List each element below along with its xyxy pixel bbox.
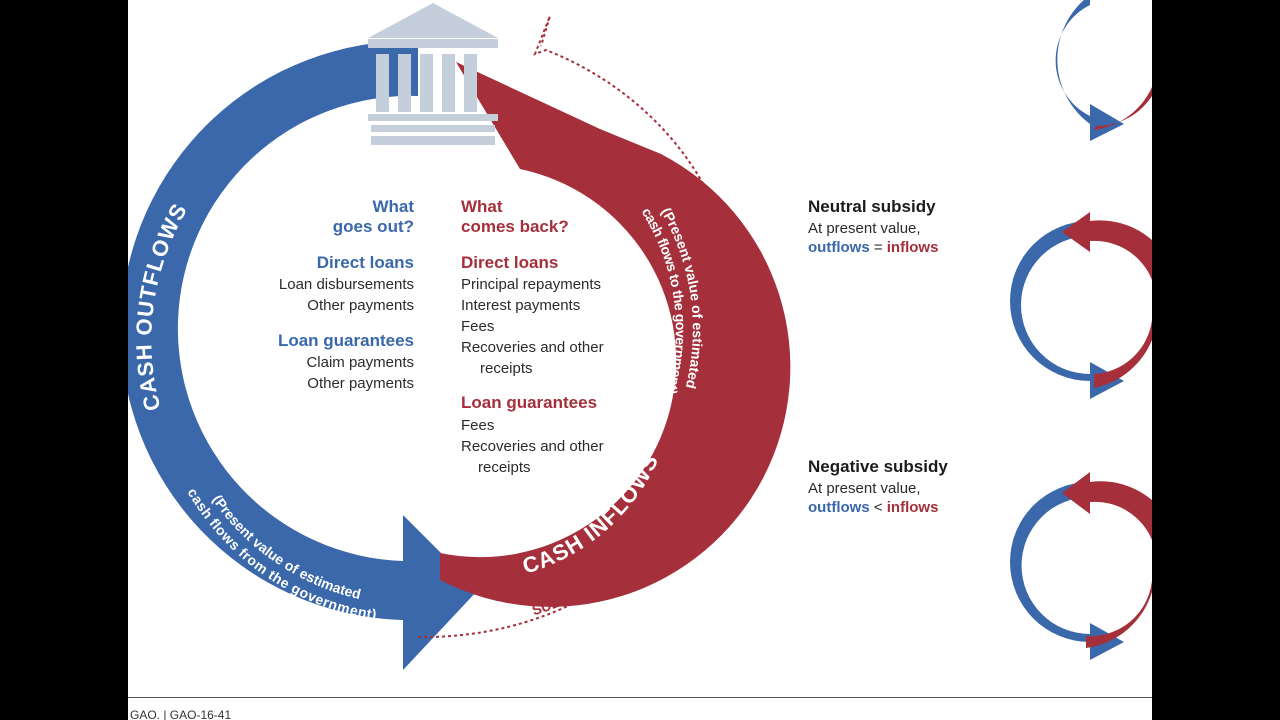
cash-inflows-arrow <box>440 62 791 607</box>
cash-outflows-arrow <box>128 40 478 670</box>
in-guarantee-item: Recoveries and other <box>461 438 604 455</box>
in-direct-item: Recoveries and other <box>461 339 604 356</box>
goes-out-question-2: goes out? <box>333 217 414 236</box>
in-direct-item: Fees <box>461 318 494 335</box>
panel-body: At present value, <box>808 480 921 497</box>
cash-flow-diagram: CASH OUTFLOWS (Present value of estimate… <box>128 0 1152 670</box>
panel-body: At present value, <box>808 220 921 237</box>
in-direct-loans-heading: Direct loans <box>461 253 558 272</box>
goes-out-question-1: What <box>372 197 414 216</box>
negative-subsidy-cycle-icon <box>1010 472 1152 660</box>
in-guarantees-heading: Loan guarantees <box>461 393 597 412</box>
out-guarantees-heading: Loan guarantees <box>278 331 414 350</box>
comes-back-question-1: What <box>461 197 503 216</box>
out-direct-loans-heading: Direct loans <box>317 253 414 272</box>
neutral-subsidy-cycle-icon <box>1010 212 1152 399</box>
footer-divider <box>128 697 1152 698</box>
diagram-frame: CASH OUTFLOWS (Present value of estimate… <box>128 0 1152 720</box>
out-direct-item: Loan disbursements <box>279 276 414 293</box>
panel-title: Neutral subsidy <box>808 197 936 216</box>
comes-back-question-2: comes back? <box>461 217 569 236</box>
negative-subsidy-panel: Negative subsidy At present value, outfl… <box>808 457 948 516</box>
subsidy-dashed-arrow <box>417 15 745 639</box>
in-direct-item: receipts <box>480 360 533 377</box>
in-guarantee-item: receipts <box>478 459 531 476</box>
out-guarantee-item: Other payments <box>307 375 414 392</box>
source-footer: GAO. | GAO-16-41 <box>130 708 232 720</box>
government-building-icon <box>368 3 498 145</box>
out-guarantee-item: Claim payments <box>306 354 414 371</box>
in-direct-item: Principal repayments <box>461 276 601 293</box>
neutral-subsidy-panel: Neutral subsidy At present value, outflo… <box>808 197 938 256</box>
panel-relation: outflows = inflows <box>808 239 938 256</box>
positive-subsidy-cycle-icon <box>1055 0 1152 141</box>
panel-title: Negative subsidy <box>808 457 948 476</box>
outflows-list: What goes out? Direct loans Loan disburs… <box>278 197 414 392</box>
panel-relation: outflows < inflows <box>808 499 938 516</box>
in-direct-item: Interest payments <box>461 297 580 314</box>
out-direct-item: Other payments <box>307 297 414 314</box>
inflows-list: What comes back? Direct loans Principal … <box>461 197 604 476</box>
in-guarantee-item: Fees <box>461 417 494 434</box>
